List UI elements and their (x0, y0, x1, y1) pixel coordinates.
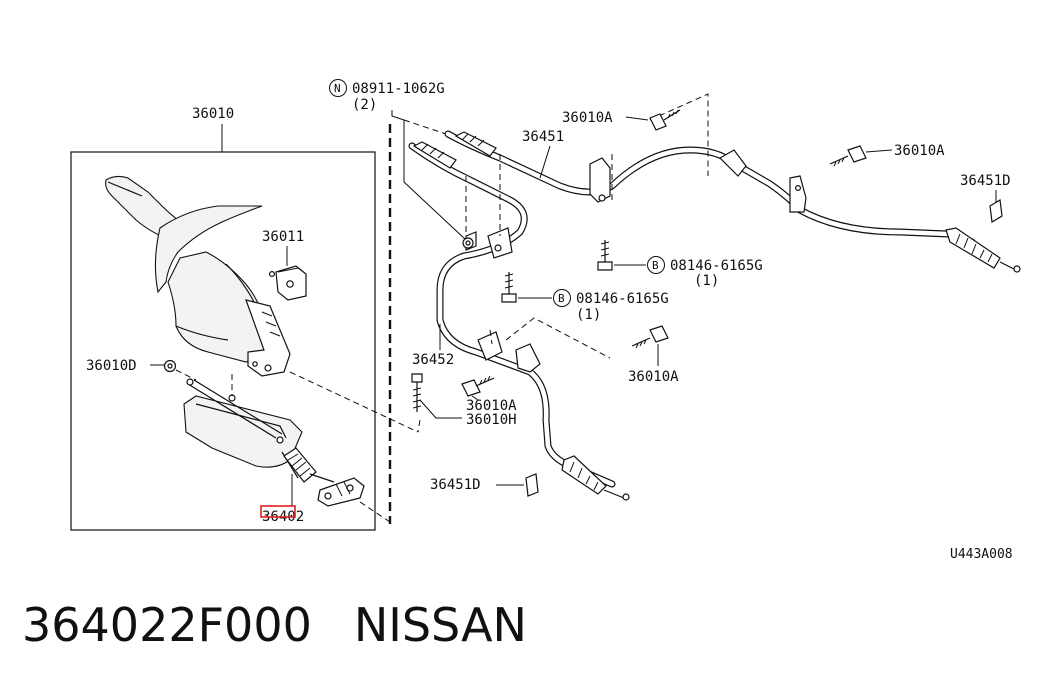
label-nut-qty: (2) (352, 97, 377, 113)
label-36010A-top[interactable]: 36010A (562, 110, 613, 126)
label-36011[interactable]: 36011 (262, 229, 304, 245)
front-cable-36402[interactable] (281, 447, 365, 507)
leader-36010A-lower (471, 395, 479, 401)
bolt-36010A-lower[interactable] (461, 375, 495, 397)
clip-36451D-upper[interactable] (989, 199, 1003, 223)
brake-lever-handle[interactable] (105, 175, 291, 377)
footer-brand: NISSAN (353, 598, 527, 652)
leader-36010D-to-tray (175, 369, 197, 381)
leader-36451 (539, 145, 551, 179)
label-bolt-b-lower-qty: (1) (576, 307, 601, 323)
label-bolt-b-upper-qty: (1) (694, 273, 719, 289)
label-36452[interactable]: 36452 (412, 352, 454, 368)
guide-dash-7 (417, 419, 421, 433)
label-nut-part[interactable]: 08911-1062G (352, 81, 445, 97)
footer-part-number: 364022F000 (22, 598, 312, 652)
lever-sub-bracket-36011[interactable] (269, 265, 307, 301)
leader-bracket-to-36010H (289, 371, 419, 433)
label-bolt-b-upper-part[interactable]: 08146-6165G (670, 258, 763, 274)
label-36451D-upper[interactable]: 36451D (960, 173, 1011, 189)
label-36010A-mid[interactable]: 36010A (628, 369, 679, 385)
label-36451D-lower[interactable]: 36451D (430, 477, 481, 493)
nut-callout[interactable]: N (329, 79, 347, 97)
clip-36451D-lower[interactable] (525, 473, 539, 497)
leader-36402-to-divider (359, 501, 391, 523)
label-36010H[interactable]: 36010H (466, 412, 517, 428)
callout-b-upper-symbol: B (652, 259, 659, 272)
callout-b-lower[interactable]: B (553, 289, 571, 307)
bolt-36010A-right[interactable] (829, 145, 867, 167)
label-36010A-right[interactable]: 36010A (894, 143, 945, 159)
lever-assy-inset-frame (70, 151, 376, 531)
guide-dash-3 (505, 317, 611, 359)
label-36010D-left[interactable]: 36010D (86, 358, 137, 374)
lever-base-tray[interactable] (183, 378, 303, 468)
bolt-08146-lower[interactable] (501, 272, 517, 303)
bolt-36010A-mid[interactable] (631, 325, 669, 349)
leader-nut-upper (403, 119, 447, 135)
rear-cable-36451[interactable] (444, 130, 1021, 273)
callout-b-lower-symbol: B (558, 292, 565, 305)
bolt-36010H[interactable] (411, 373, 423, 412)
label-bolt-b-lower-part[interactable]: 08146-6165G (576, 291, 669, 307)
highlight-36402 (260, 505, 296, 518)
rear-cable-36452[interactable] (408, 141, 630, 501)
label-36010A-lower[interactable]: 36010A (466, 398, 517, 414)
footer: 364022F000 NISSAN (22, 598, 527, 652)
guide-dash-4 (489, 329, 493, 345)
clip-36010D[interactable] (163, 359, 177, 373)
label-36010[interactable]: 36010 (192, 106, 234, 122)
guide-dash-5 (649, 93, 709, 176)
leader-36010A-top (625, 116, 649, 121)
callout-b-upper[interactable]: B (647, 256, 665, 274)
leader-36010A-right (865, 149, 893, 153)
label-36451[interactable]: 36451 (522, 129, 564, 145)
bolt-36010A-top[interactable] (649, 109, 681, 131)
drawing-code: U443A008 (950, 547, 1013, 562)
leader-36010H (419, 399, 462, 419)
callout-n-symbol: N (334, 82, 341, 95)
bolt-08146-upper[interactable] (597, 240, 613, 271)
